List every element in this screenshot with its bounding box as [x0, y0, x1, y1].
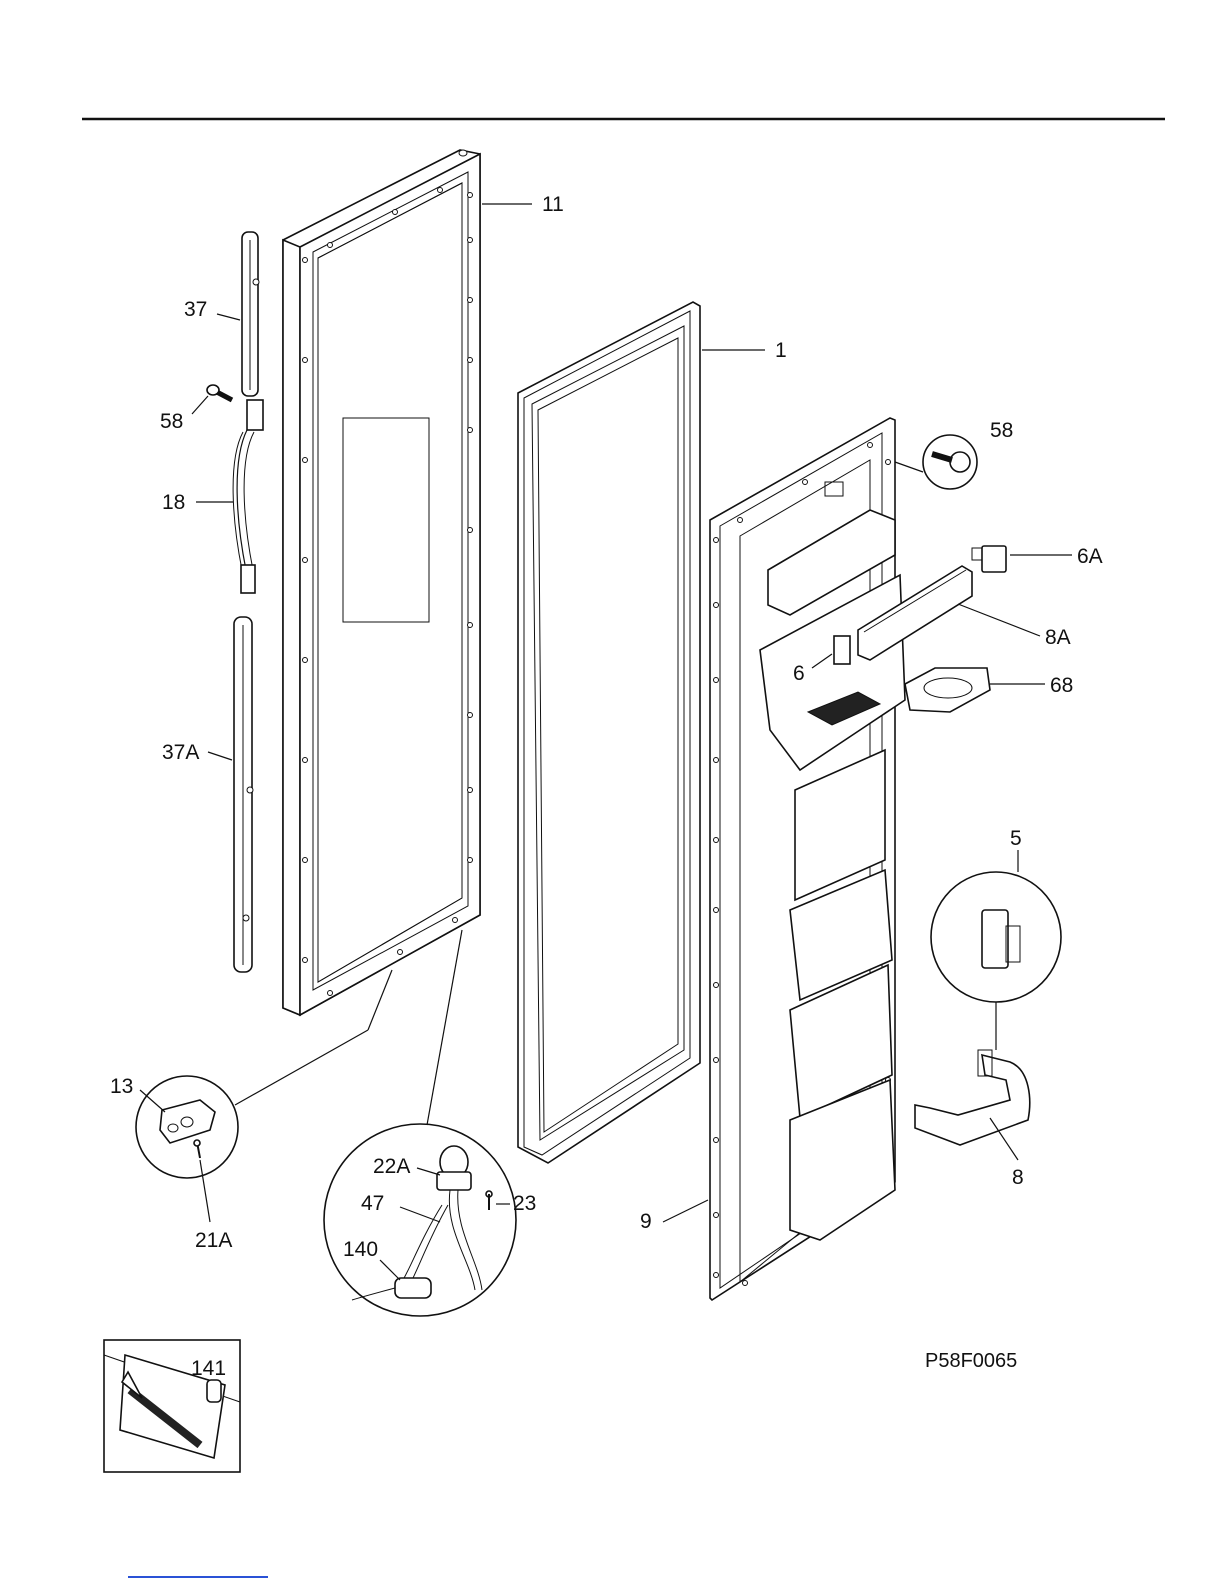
- callout-68: 68: [1050, 674, 1073, 697]
- footer-link-underline[interactable]: [128, 1576, 268, 1578]
- door-gasket-part: [518, 302, 700, 1163]
- callout-9: 9: [640, 1210, 652, 1233]
- handle-trim-bottom-part: [234, 617, 253, 972]
- clip-6A-part: [972, 546, 1006, 572]
- callout-22A: 22A: [373, 1155, 410, 1178]
- callout-58-left: 58: [160, 410, 183, 433]
- callout-1: 1: [775, 339, 787, 362]
- handle-part: [233, 400, 263, 593]
- callout-8: 8: [1012, 1166, 1024, 1189]
- bracket-8-part: [915, 1050, 1030, 1145]
- callout-47: 47: [361, 1192, 384, 1215]
- callout-11: 11: [542, 193, 564, 216]
- callout-37A: 37A: [162, 741, 199, 764]
- clip-6-part: [834, 636, 850, 664]
- callout-141: 141: [191, 1357, 226, 1380]
- bracket-13-detail-part: [136, 1076, 238, 1178]
- handle-trim-top-part: [242, 232, 259, 396]
- screw-58-detail-part: [923, 435, 977, 489]
- callout-37: 37: [184, 298, 207, 321]
- callout-5: 5: [1010, 827, 1022, 850]
- door-shell-part: [283, 150, 480, 1015]
- inner-door-liner-part: [710, 418, 905, 1300]
- screw-58-left-part: [207, 385, 232, 400]
- callout-58-right: 58: [990, 419, 1013, 442]
- callout-6: 6: [793, 662, 805, 685]
- callout-23: 23: [513, 1192, 536, 1215]
- callout-21A: 21A: [195, 1229, 232, 1252]
- callout-18: 18: [162, 491, 185, 514]
- pad-68-part: [905, 668, 990, 712]
- clip-5-detail-part: [931, 872, 1061, 1050]
- callout-6A: 6A: [1077, 545, 1103, 568]
- callout-8A: 8A: [1045, 626, 1071, 649]
- light-socket-detail-part: [324, 1124, 516, 1316]
- callout-13: 13: [110, 1075, 133, 1098]
- drawing-code: P58F0065: [925, 1350, 1017, 1372]
- callout-140: 140: [343, 1238, 378, 1261]
